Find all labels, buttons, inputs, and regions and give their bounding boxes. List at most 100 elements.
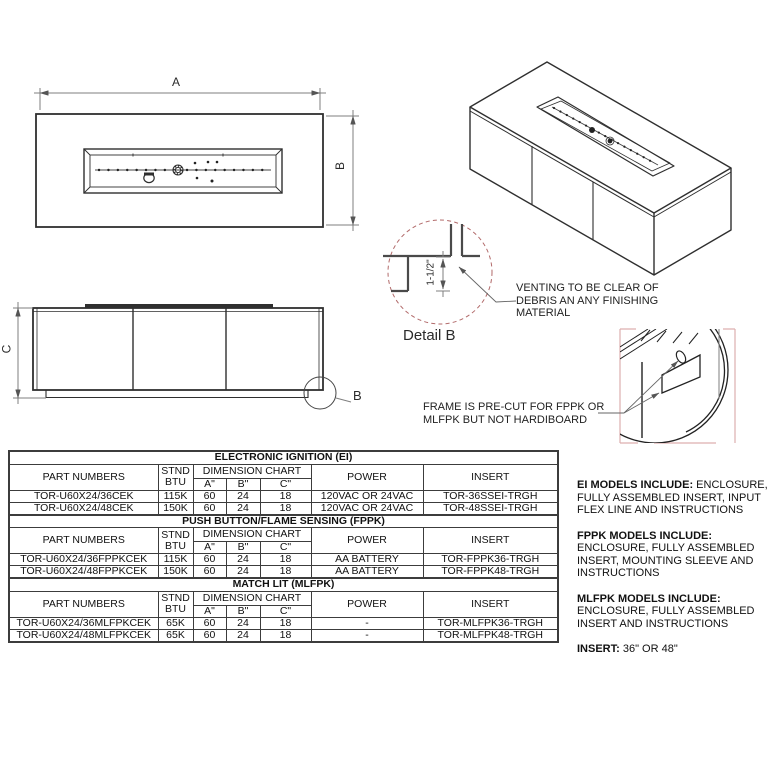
col-header-power: POWER (310, 463, 424, 491)
cell-c: 18 (259, 616, 312, 630)
dimension-c (13, 302, 46, 404)
hdr-stnd: STND (161, 528, 190, 541)
dim-label-b: B (333, 161, 348, 171)
frame-note-leaders (598, 360, 679, 414)
col-header-insert: INSERT (422, 463, 559, 491)
cell-c: 18 (259, 553, 312, 566)
note-fppk-title: FPPK MODELS INCLUDE: (577, 529, 713, 542)
note-ei-title: EI MODELS INCLUDE: (577, 479, 694, 491)
cell-power: 120VAC OR 24VAC (310, 501, 424, 515)
vent-dimension-label: 1-1/2" (425, 259, 437, 286)
spec-table: ELECTRONIC IGNITION (EI) PART NUMBERS ST… (8, 450, 559, 643)
cell-a: 60 (192, 628, 227, 642)
col-header-a: A" (192, 604, 227, 618)
col-header-insert: INSERT (422, 527, 559, 554)
frame-detail-drawing (598, 328, 736, 444)
cell-power: - (310, 628, 424, 642)
front-view-drawing (13, 302, 352, 410)
hdr-stnd: STND (161, 592, 190, 604)
col-header-c: C" (259, 604, 312, 618)
col-header-b: B" (225, 604, 261, 618)
cell-b: 24 (225, 501, 261, 515)
hdr-btu: BTU (165, 476, 186, 488)
isometric-view-drawing (469, 61, 732, 276)
cell-part: TOR-U60X24/48FPPKCEK (8, 565, 159, 579)
cell-btu: 65K (157, 616, 194, 630)
cell-btu: 115K (157, 553, 194, 566)
cell-c: 18 (259, 565, 312, 579)
col-header-part: PART NUMBERS (8, 590, 159, 618)
cell-c: 18 (259, 501, 312, 515)
note-fppk-body: ENCLOSURE, FULLY ASSEMBLED INSERT, MOUNT… (577, 542, 755, 579)
section-title-fppk: PUSH BUTTON/FLAME SENSING (FPPK) (8, 513, 559, 528)
dimension-a (34, 88, 326, 110)
detail-b-drawing (383, 219, 517, 325)
note-fppk-models: FPPK MODELS INCLUDE: ENCLOSURE, FULLY AS… (577, 530, 768, 580)
note-insert-body: 36" OR 48" (619, 643, 678, 655)
col-header-insert: INSERT (422, 590, 559, 618)
section-title-mlfpk: MATCH LIT (MLFPK) (8, 577, 559, 592)
cell-b: 24 (225, 616, 261, 630)
cell-btu: 65K (157, 628, 194, 642)
col-header-a: A" (192, 477, 227, 491)
hdr-btu: BTU (165, 539, 186, 552)
top-view-drawing (34, 88, 359, 231)
detail-b-title: Detail B (403, 327, 456, 344)
col-header-b: B" (225, 477, 261, 491)
cell-insert: TOR-FPPK36-TRGH (422, 553, 559, 566)
table-row: TOR-U60X24/48FPPKCEK 150K 60 24 18 AA BA… (8, 565, 559, 579)
note-mlfpk-models: MLFPK MODELS INCLUDE: ENCLOSURE, FULLY A… (577, 593, 768, 631)
table-row: TOR-U60X24/48CEK 150K 60 24 18 120VAC OR… (8, 501, 559, 515)
detail-b-callout: B (353, 388, 362, 403)
cell-part: TOR-U60X24/48CEK (8, 501, 159, 515)
cell-btu: 115K (157, 489, 194, 503)
vent-dimension (436, 251, 450, 297)
cell-power: AA BATTERY (310, 565, 424, 579)
cell-a: 60 (192, 501, 227, 515)
col-header-power: POWER (310, 527, 424, 554)
table-row: TOR-U60X24/36CEK 115K 60 24 18 120VAC OR… (8, 489, 559, 503)
cell-b: 24 (225, 489, 261, 503)
table-row: TOR-U60X24/36FPPKCEK 115K 60 24 18 AA BA… (8, 553, 559, 566)
note-mlfpk-title: MLFPK MODELS INCLUDE: (577, 592, 721, 605)
col-header-btu: STND BTU (157, 463, 194, 491)
col-header-btu: STND BTU (157, 527, 194, 554)
cell-b: 24 (225, 628, 261, 642)
cell-btu: 150K (157, 565, 194, 579)
cell-insert: TOR-MLFPK48-TRGH (422, 628, 559, 642)
cell-insert: TOR-FPPK48-TRGH (422, 565, 559, 579)
col-header-part: PART NUMBERS (8, 527, 159, 554)
hdr-stnd: STND (161, 465, 190, 477)
cell-btu: 150K (157, 501, 194, 515)
table-row: TOR-U60X24/48MLFPKCEK 65K 60 24 18 - TOR… (8, 628, 559, 642)
clip-boundary (619, 328, 736, 444)
table-row: TOR-U60X24/36MLFPKCEK 65K 60 24 18 - TOR… (8, 616, 559, 630)
col-header-dim-chart: DIMENSION CHART (192, 527, 312, 542)
col-header-dim-chart: DIMENSION CHART (192, 590, 312, 606)
dim-label-c: C (0, 344, 14, 354)
note-insert-title: INSERT: (577, 643, 620, 655)
cell-insert: TOR-MLFPK36-TRGH (422, 616, 559, 630)
section-title-ei: ELECTRONIC IGNITION (EI) (8, 450, 559, 465)
cell-c: 18 (259, 489, 312, 503)
col-header-b: B" (225, 541, 261, 554)
col-header-dim-chart: DIMENSION CHART (192, 463, 312, 479)
vent-profile (383, 224, 480, 293)
col-header-part: PART NUMBERS (8, 463, 159, 491)
frame-precut-note: FRAME IS PRE-CUT FOR FPPK OR MLFPK BUT N… (423, 401, 604, 426)
cell-a: 60 (192, 553, 227, 566)
cell-power: 120VAC OR 24VAC (310, 489, 424, 503)
frame-note-line: MLFPK BUT NOT HARDIBOARD (423, 413, 588, 426)
col-header-c: C" (259, 541, 312, 554)
venting-note-line: DEBRIS AN ANY FINISHING (516, 294, 659, 307)
cell-a: 60 (192, 616, 227, 630)
frame-note-line: FRAME IS PRE-CUT FOR FPPK OR (423, 401, 605, 413)
model-notes: EI MODELS INCLUDE: ENCLOSURE, FULLY ASSE… (577, 479, 768, 669)
venting-note: VENTING TO BE CLEAR OF DEBRIS AN ANY FIN… (516, 282, 659, 320)
cell-part: TOR-U60X24/48MLFPKCEK (8, 628, 159, 642)
col-header-a: A" (192, 541, 227, 554)
venting-note-line: MATERIAL (516, 307, 571, 319)
cell-insert: TOR-36SSEI-TRGH (422, 489, 559, 503)
cell-insert: TOR-48SSEI-TRGH (422, 501, 559, 515)
